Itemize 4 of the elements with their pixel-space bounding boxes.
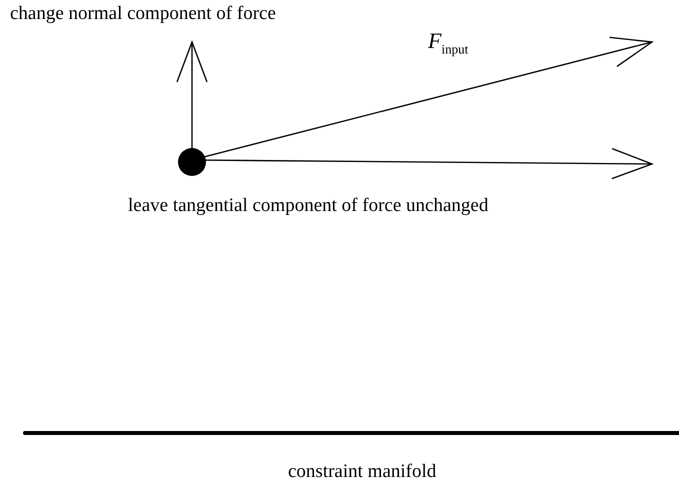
force-symbol: F$_{input}$ bbox=[428, 30, 468, 56]
manifold-caption: constraint manifold bbox=[288, 462, 436, 481]
force-caption: change normal component of force bbox=[10, 4, 276, 23]
force-caption: leave tangential component of force unchanged bbox=[128, 196, 488, 215]
